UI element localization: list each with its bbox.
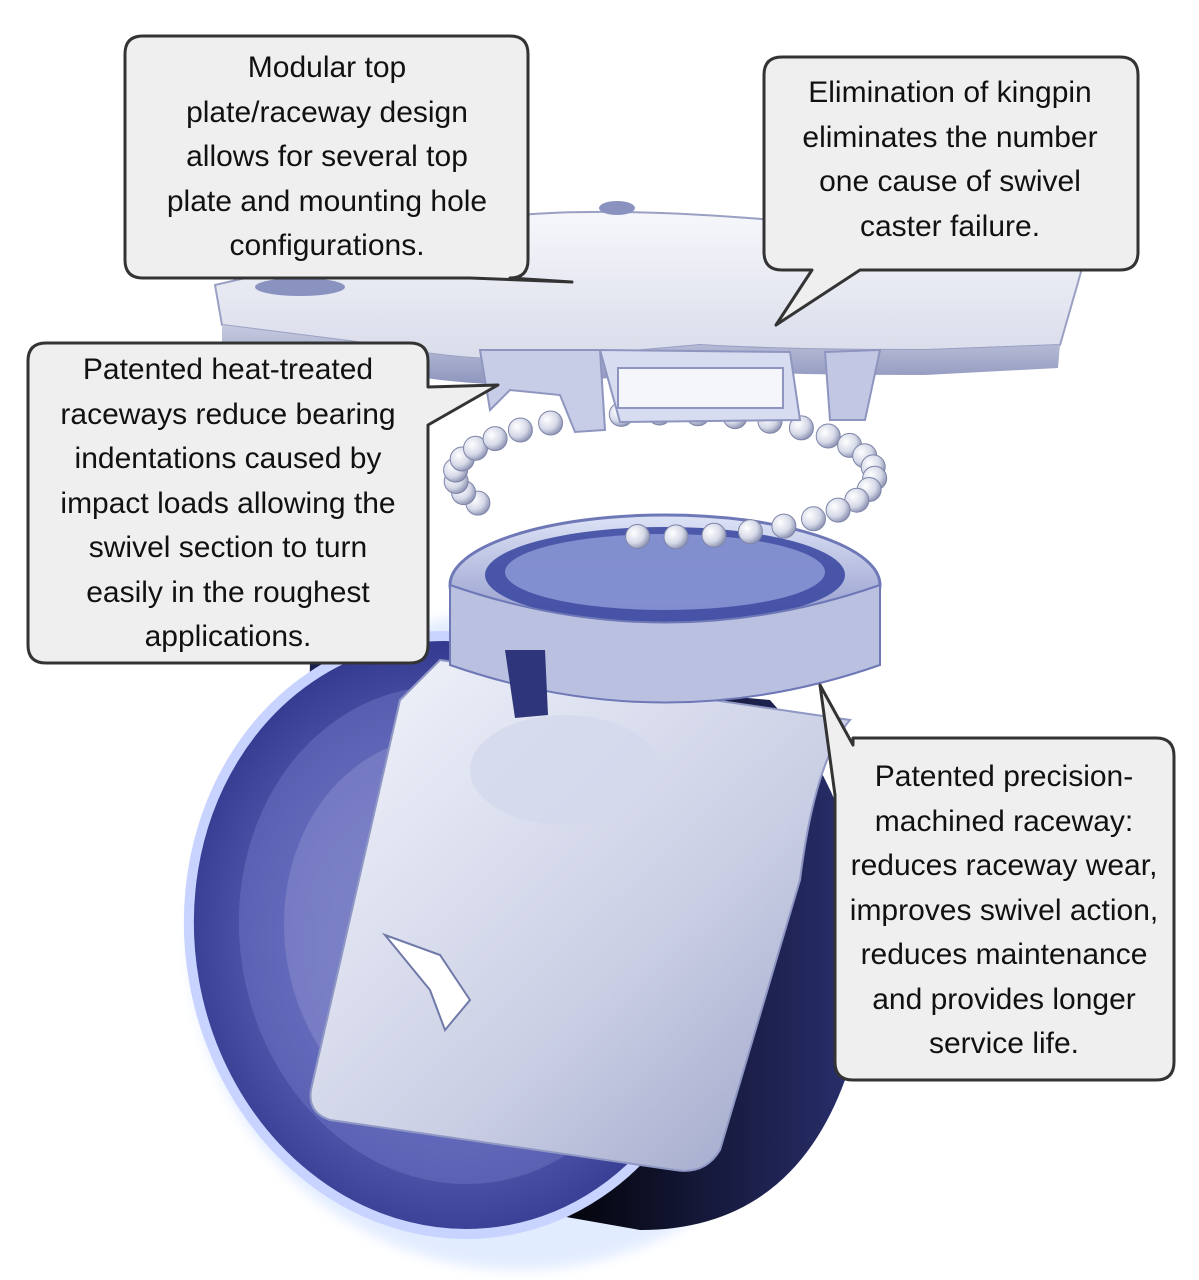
- bearing-ball: [788, 415, 814, 441]
- bearing-ball: [701, 522, 727, 548]
- callout-bubble-precision: [818, 683, 1176, 1082]
- bearing-ball: [538, 410, 564, 436]
- callout-top-plate-text: Modular top plate/raceway design allows …: [166, 51, 488, 262]
- caster-fork: [309, 658, 852, 1172]
- bearing-ball: [625, 524, 651, 549]
- swivel-raceway: [448, 513, 882, 718]
- bearing-ball: [663, 524, 689, 550]
- bearing-ball: [825, 497, 851, 523]
- callout-bubble-kingpin: [762, 55, 1140, 327]
- bearing-ball: [815, 423, 841, 449]
- callout-heat-treated-text: Patented heat-treated raceways reduce be…: [60, 353, 396, 653]
- bearing-ball: [507, 417, 533, 443]
- callout-bubble-heat-treated: [26, 341, 500, 665]
- bearing-ball: [771, 513, 797, 539]
- callout-bubbles: [26, 34, 1176, 1082]
- callout-precision-text: Patented precision- machined raceway: re…: [849, 760, 1159, 1060]
- bearing-ball: [801, 506, 826, 532]
- callout-bubble-top-plate: [123, 34, 574, 284]
- bearing-ball: [737, 519, 763, 545]
- bearing-ball: [482, 426, 508, 452]
- callout-kingpin-text: Elimination of kingpin eliminates the nu…: [802, 76, 1098, 243]
